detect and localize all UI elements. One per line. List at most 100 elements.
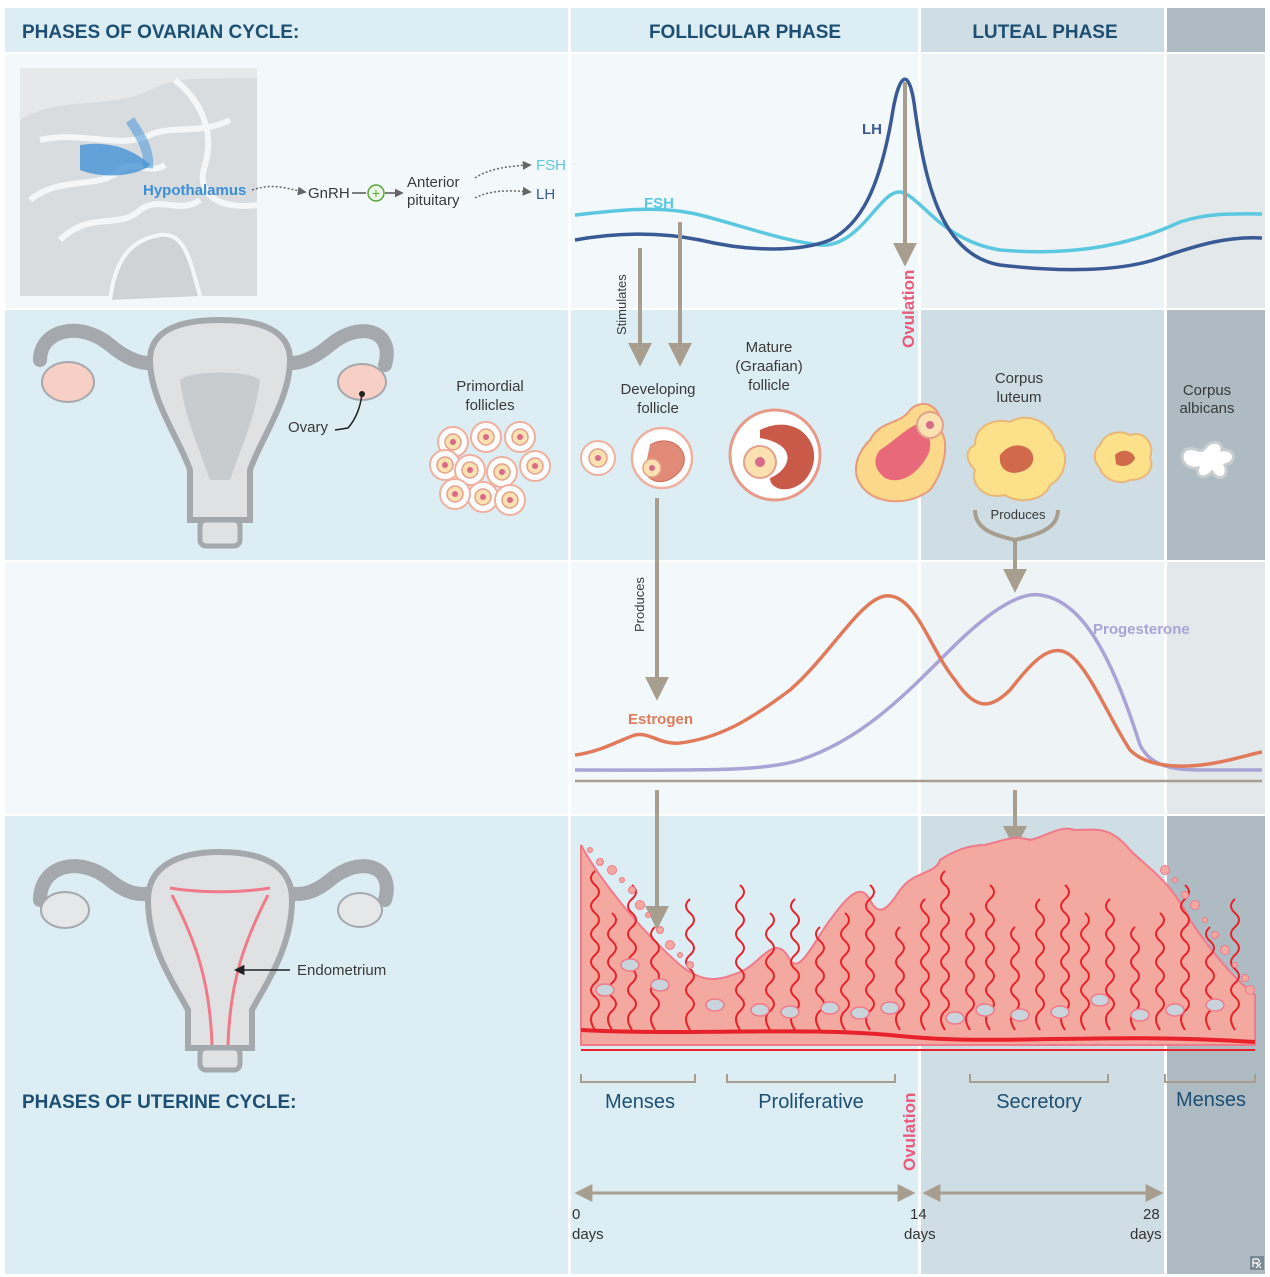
regressing-corpus-luteum: [1093, 431, 1153, 484]
primordial-follicle: [494, 484, 526, 516]
day0-unit: days: [572, 1226, 604, 1243]
endometrial-gland: [820, 1001, 840, 1015]
corpus-luteum: [966, 416, 1066, 502]
phase-menses-1: Menses: [605, 1091, 675, 1113]
endometrial-gland: [1165, 1003, 1185, 1017]
spiral-artery: [650, 926, 660, 1031]
fsh-release-label: FSH: [536, 157, 566, 174]
endometrial-gland: [1130, 1008, 1150, 1022]
spiral-artery: [1080, 912, 1090, 1031]
ruptured-follicle: [855, 403, 947, 503]
debris-fragment: [1190, 900, 1200, 910]
debris-fragment: [619, 877, 625, 883]
spiral-artery: [765, 912, 775, 1031]
mature-label-1: Mature: [746, 339, 793, 356]
corpus-albicans-label-1: Corpus: [1183, 382, 1231, 399]
spiral-artery: [985, 884, 995, 1031]
shedding-debris: [587, 847, 1255, 995]
debris-fragment: [628, 886, 636, 894]
spiral-artery: [1060, 884, 1070, 1031]
debris-fragment: [1202, 917, 1208, 923]
primordial-label-1: Primordial: [456, 378, 524, 395]
corpus-albicans: [1180, 440, 1235, 480]
primordial-follicle: [454, 454, 486, 486]
debris-fragment: [1172, 877, 1178, 883]
ovulation-label-top: Ovulation: [899, 270, 918, 348]
lh-release-label: LH: [536, 186, 555, 203]
uterus-endometrium-illustration: [33, 848, 394, 1073]
day14-number: 14: [910, 1206, 927, 1223]
ovary-pointer-line: [334, 393, 363, 431]
ovulation-label-bottom: Ovulation: [900, 1093, 919, 1171]
debris-fragment: [645, 912, 651, 918]
spiral-artery: [1180, 884, 1190, 1031]
primordial-follicle: [504, 421, 536, 453]
ovary-label: Ovary: [288, 419, 329, 436]
debris-fragment: [1181, 891, 1189, 899]
day28-unit: days: [1130, 1226, 1162, 1243]
day14-unit: days: [904, 1226, 936, 1243]
primordial-follicle: [519, 450, 551, 482]
primordial-follicle: [439, 478, 471, 510]
debris-fragment: [596, 858, 604, 866]
debris-fragment: [1245, 985, 1255, 995]
uterus-illustration: [33, 316, 394, 549]
endometrial-gland: [1205, 998, 1225, 1012]
spiral-artery: [920, 898, 930, 1031]
debris-fragment: [1220, 945, 1230, 955]
endometrium-tissue: [580, 827, 1256, 1051]
lh-curve-label: LH: [862, 121, 882, 138]
endometrial-gland: [1090, 993, 1110, 1007]
hypothalamus-region: [80, 143, 150, 176]
spiral-artery: [735, 884, 745, 1031]
hypothalamus-label: Hypothalamus: [143, 182, 246, 199]
debris-fragment: [656, 926, 664, 934]
ovarian-cycle-heading: PHASES OF OVARIAN CYCLE:: [22, 22, 299, 43]
produces-bracket: [973, 509, 1060, 543]
luteal-phase-heading: LUTEAL PHASE: [972, 22, 1117, 43]
developing-follicle: [630, 426, 694, 490]
developing-label-1: Developing: [620, 381, 695, 398]
debris-fragment: [587, 847, 593, 853]
debris-fragment: [677, 952, 683, 958]
debris-fragment: [1232, 962, 1238, 968]
phase-proliferative: Proliferative: [758, 1091, 864, 1113]
corpus-luteum-label-2: luteum: [996, 389, 1041, 406]
hypothalamus-gnrh-arrow: [251, 185, 307, 196]
spiral-artery: [1035, 898, 1045, 1031]
debris-fragment: [1160, 865, 1170, 875]
follicular-phase-heading: FOLLICULAR PHASE: [649, 22, 841, 43]
endometrial-glands: [595, 958, 1225, 1025]
endometrial-gland: [705, 998, 725, 1012]
spiral-artery: [790, 898, 800, 1031]
debris-fragment: [607, 865, 617, 875]
fsh-release-arrow: [474, 160, 532, 179]
endometrial-gland: [850, 1006, 870, 1020]
plus-sign: +: [372, 185, 380, 201]
fsh-curve: [574, 190, 1263, 254]
endometrial-gland: [780, 1005, 800, 1019]
primordial-follicle: [470, 421, 502, 453]
estrogen-curve: [574, 594, 1263, 768]
endometrial-gland: [945, 1011, 965, 1025]
spiral-artery: [1155, 912, 1165, 1031]
brain-illustration: [20, 68, 258, 301]
anterior-pituitary-line1: Anterior: [407, 174, 460, 191]
phase-secretory: Secretory: [996, 1091, 1082, 1113]
endometrial-gland: [975, 1003, 995, 1017]
endometrial-gland: [880, 1001, 900, 1015]
progesterone-curve: [574, 592, 1262, 772]
uterine-phase-brackets: [580, 1074, 1256, 1083]
progesterone-label: Progesterone: [1093, 621, 1190, 638]
endometrial-gland: [1050, 1005, 1070, 1019]
endometrial-gland: [1010, 1008, 1030, 1022]
anterior-pituitary-line2: pituitary: [407, 192, 460, 209]
endometrial-gland: [595, 983, 615, 997]
spiral-artery: [607, 912, 617, 1031]
plus-circle-icon: +: [367, 184, 385, 202]
spiral-artery: [965, 912, 975, 1031]
primordial-follicles: [429, 421, 551, 516]
corpus-luteum-label-1: Corpus: [995, 370, 1043, 387]
debris-fragment: [665, 940, 675, 950]
